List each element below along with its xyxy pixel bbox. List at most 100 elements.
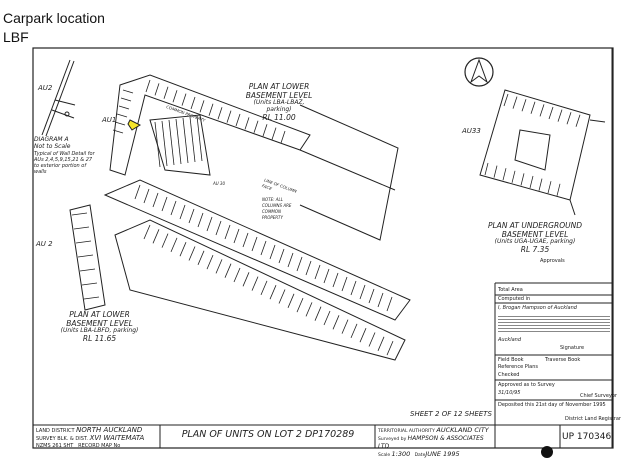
plan-label-line: BASEMENT LEVEL xyxy=(501,229,569,239)
parking-stall-line xyxy=(134,184,141,200)
parking-stall-line xyxy=(341,276,348,292)
parking-stall-line xyxy=(154,121,161,168)
parking-stall-line xyxy=(253,120,259,133)
parking-stall-line xyxy=(224,263,232,278)
diagram-a-note: DIAGRAM A Not to Scale Typical of Wall D… xyxy=(34,136,96,175)
parking-stall-line xyxy=(118,105,130,110)
field-book-label: Field Book xyxy=(498,357,524,363)
parking-stall-line xyxy=(271,127,277,140)
scale-value: 1:300 xyxy=(391,450,411,458)
parking-stall-line xyxy=(81,282,98,286)
parking-stall-line xyxy=(520,173,525,186)
parking-stall-line xyxy=(215,259,223,274)
parking-stall-line xyxy=(323,268,330,284)
parking-stall-line xyxy=(242,272,250,287)
parking-stall-line xyxy=(305,302,313,317)
sheet-frame xyxy=(32,47,614,449)
parking-stall-line xyxy=(502,168,507,181)
parking-stall-line xyxy=(323,310,331,326)
parking-stall-line xyxy=(332,272,339,288)
hole-punch xyxy=(541,446,553,458)
plan-number: UP 170346 xyxy=(562,432,612,442)
territorial-cell: TERRITORIAL AUTHORITY AUCKLAND CITY Surv… xyxy=(378,427,496,459)
parking-stall-line xyxy=(145,79,151,93)
parking-stall-line xyxy=(242,232,249,248)
title-block-lines xyxy=(159,294,613,448)
parking-stall-line xyxy=(529,175,534,189)
parking-stall-line xyxy=(538,178,543,191)
survey-label: SURVEY BLK. & DIST. xyxy=(36,436,88,442)
label-au2-bottom: AU 2 xyxy=(36,240,53,248)
parking-stall-line xyxy=(215,220,222,236)
parking-stall-line xyxy=(377,336,385,351)
parking-stall-line xyxy=(233,267,241,283)
plan-label-line: PLAN AT UNDERGROUND xyxy=(487,221,582,230)
parking-stall-line xyxy=(143,188,150,204)
parking-stall-line xyxy=(377,292,384,308)
parking-stall-line xyxy=(280,130,286,144)
parking-stall-line xyxy=(181,93,187,106)
parking-stall-line xyxy=(73,226,90,230)
sheet-number: SHEET 2 OF 12 SHEETS xyxy=(410,410,492,418)
parking-stall-line xyxy=(179,242,187,257)
plan-label-line: (Units UGA-UGAE, parking) xyxy=(494,238,576,246)
diagram-title: DIAGRAM A xyxy=(34,136,69,143)
survey-value: XVI WAITEMATA xyxy=(89,434,145,442)
parking-stall-line xyxy=(161,196,168,212)
label-columns-note: NOTE: ALL COLUMNS ARE COMMON PROPERTY xyxy=(262,197,292,220)
parking-stall-line xyxy=(539,104,545,117)
chief-surveyor-label: Chief Surveyor xyxy=(580,393,617,399)
parking-stall-line xyxy=(359,328,367,343)
plan-label-underground: PLAN AT UNDERGROUND BASEMENT LEVEL (Unit… xyxy=(480,221,590,255)
parking-stall-line xyxy=(152,192,159,208)
parking-stall-line xyxy=(77,254,94,258)
parking-stall-line xyxy=(170,237,178,253)
parking-stall-line xyxy=(557,109,563,122)
parking-stall-line xyxy=(269,244,276,260)
label-au33: AU33 xyxy=(462,127,481,135)
parking-stall-line xyxy=(251,276,259,291)
date-label: Date xyxy=(414,453,426,458)
scale-label: Scale xyxy=(378,453,391,458)
nzms-label: NZMS 261 SHT xyxy=(36,443,74,449)
parking-stall-line xyxy=(296,297,304,313)
parking-stall-line xyxy=(260,240,267,256)
parking-stall-line xyxy=(575,114,581,127)
territorial-value: AUCKLAND CITY xyxy=(436,426,489,434)
parking-stall-line xyxy=(260,280,268,296)
parking-stall-line xyxy=(116,113,128,118)
parking-stall-line xyxy=(152,229,160,244)
computed-in-label: Computed in xyxy=(498,296,531,302)
parking-stall-line xyxy=(244,117,250,130)
land-district-label: LAND DISTRICT xyxy=(36,428,75,434)
highlighted-carpark-lbf xyxy=(127,119,142,131)
parking-stall-line xyxy=(188,208,195,224)
surveyed-label: Surveyed by xyxy=(378,437,407,442)
approved-label: Approved as to Survey xyxy=(498,382,555,388)
parking-stall-line xyxy=(175,118,182,165)
diagram-note: Typical of Wall Detail for AUs 2,4,5,9,1… xyxy=(34,150,95,175)
parking-stall-line xyxy=(168,119,175,166)
parking-stall-line xyxy=(197,212,204,228)
parking-stall-line xyxy=(548,106,554,120)
underground-plan xyxy=(479,89,606,216)
territorial-label: TERRITORIAL AUTHORITY xyxy=(378,429,435,434)
reference-plans-label: Reference Plans xyxy=(498,364,539,370)
parking-stall-line xyxy=(386,296,393,312)
plan-label-line: PLAN AT LOWER xyxy=(69,310,130,319)
parking-stall-line xyxy=(161,233,169,248)
parking-stall-line xyxy=(350,280,357,296)
parking-stall-line xyxy=(206,216,213,232)
parking-stall-line xyxy=(251,236,258,252)
checked-label: Checked xyxy=(498,372,520,378)
label-au1: AU1 xyxy=(102,116,117,124)
parking-stall-line xyxy=(233,228,240,244)
certifier-name: I, Brogan Hampson of Auckland xyxy=(498,305,577,311)
parking-stall-line xyxy=(163,86,169,99)
parking-stall-line xyxy=(511,170,516,183)
diagram-a-sketch xyxy=(41,59,76,137)
record-map-label: RECORD MAP No xyxy=(78,443,121,449)
parking-stall-line xyxy=(143,224,151,240)
parking-stall-line xyxy=(172,90,178,103)
parking-stall-line xyxy=(120,97,132,102)
